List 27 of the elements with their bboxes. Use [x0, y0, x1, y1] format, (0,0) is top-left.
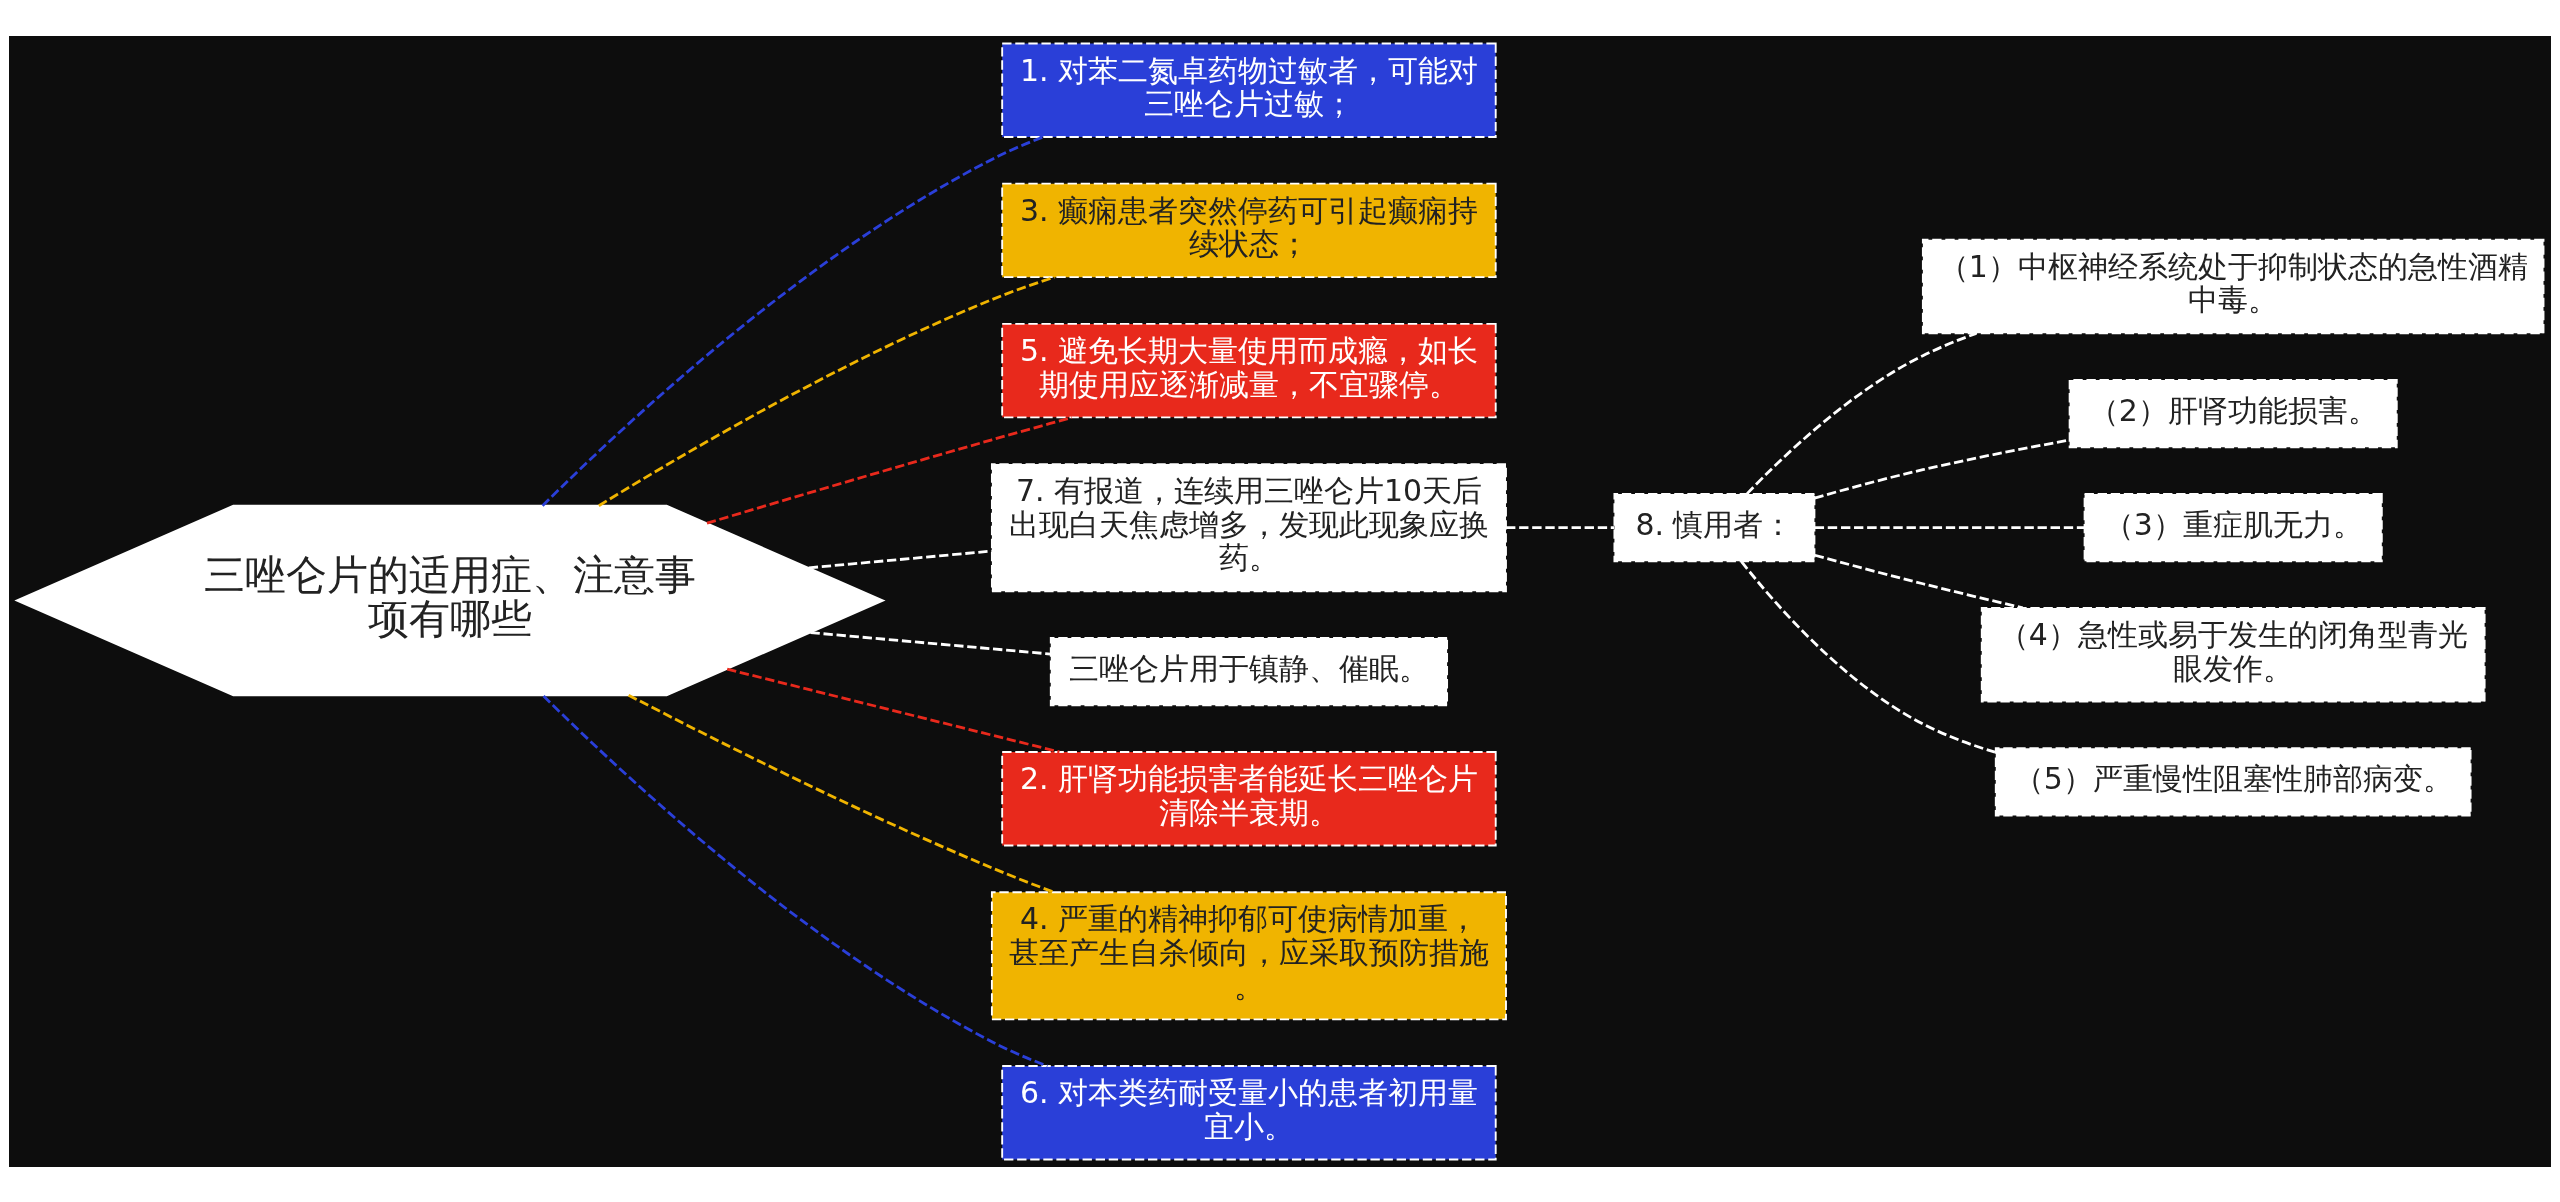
connector — [1740, 560, 1996, 753]
node-box: （1）中枢神经系统处于抑制状态的急性酒精中毒。 — [1921, 238, 2545, 334]
node-box: 3. 癫痫患者突然停药可引起癫痫持续状态； — [1001, 182, 1497, 278]
connector — [1815, 525, 2085, 529]
node-box: 2. 肝肾功能损害者能延长三唑仑片清除半衰期。 — [1001, 750, 1497, 846]
node-box: （3）重症肌无力。 — [2083, 492, 2383, 562]
node-box: 5. 避免长期大量使用而成瘾，如长期使用应逐渐减量，不宜骤停。 — [1001, 322, 1497, 418]
node-box: （2）肝肾功能损害。 — [2068, 378, 2398, 448]
node-box: 1. 对苯二氮卓药物过敏者，可能对三唑仑片过敏； — [1001, 42, 1497, 138]
node-box: 7. 有报道，连续用三唑仑片10天后出现白天焦虑增多，发现此现象应换药。 — [990, 462, 1507, 592]
connector — [706, 415, 1073, 525]
connector — [1814, 553, 2024, 609]
node-box: （5）严重慢性阻塞性肺部病变。 — [1994, 746, 2472, 816]
connector — [598, 275, 1055, 507]
node-box: （4）急性或易于发生的闭角型青光眼发作。 — [1980, 606, 2486, 702]
connector — [726, 667, 1060, 753]
connector — [810, 630, 1051, 655]
connector — [1506, 525, 1615, 529]
node-box: 8. 慎用者： — [1613, 492, 1816, 562]
node-box: 4. 严重的精神抑郁可使病情加重，甚至产生自杀倾向，应采取预防措施。 — [990, 890, 1507, 1020]
connector — [542, 694, 1049, 1067]
connector — [808, 549, 992, 569]
node-box: 三唑仑片用于镇静、催眠。 — [1049, 636, 1449, 706]
node-box: 6. 对本类药耐受量小的患者初用量宜小。 — [1001, 1064, 1497, 1160]
connector — [541, 135, 1044, 507]
connector — [1746, 331, 1977, 495]
connector — [627, 693, 1055, 893]
